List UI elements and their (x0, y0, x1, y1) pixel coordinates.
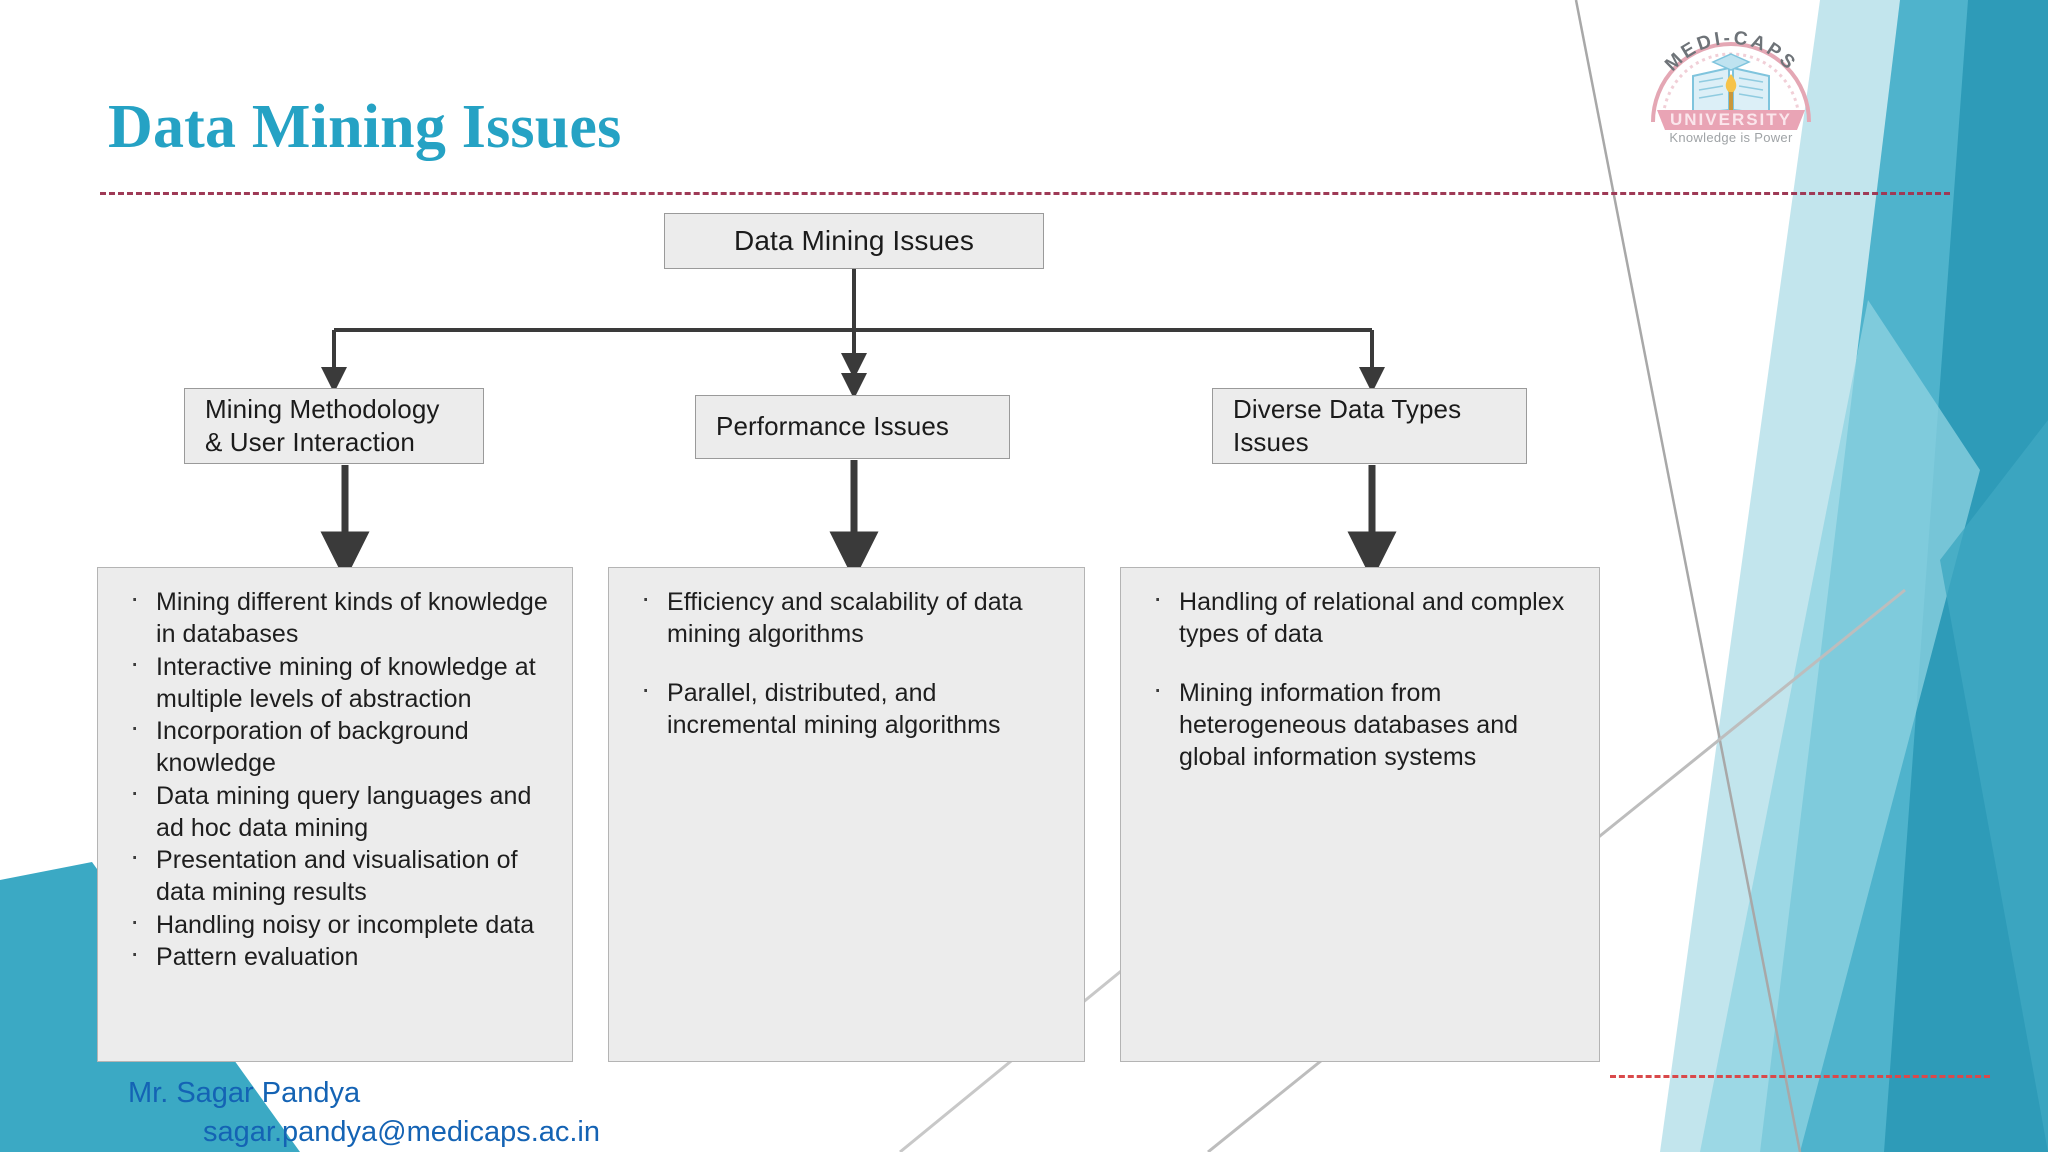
medi-caps-university-logo: MEDI-CAPS UNIVERSITY Knowledge is Power (1631, 18, 1831, 156)
logo-cap (1711, 53, 1751, 71)
logo-ribbon-text: UNIVERSITY (1670, 110, 1792, 129)
diagram-node-mining-methodology: Mining Methodology & User Interaction (184, 388, 484, 464)
bullet-panel-mining-methodology: Mining different kinds of knowledge in d… (97, 567, 573, 1062)
list-item: Mining different kinds of knowledge in d… (112, 580, 558, 651)
bullet-panel-diverse-data-types: Handling of relational and complex types… (1120, 567, 1600, 1062)
diagram-node-diverse-data-types: Diverse Data Types Issues (1212, 388, 1527, 464)
node-label-line1: Diverse Data Types (1233, 393, 1462, 424)
list-item: Parallel, distributed, and incremental m… (623, 671, 1070, 742)
bullet-list: Efficiency and scalability of data minin… (623, 580, 1070, 742)
logo-arc (1651, 42, 1811, 123)
node-label-line1: Performance Issues (716, 411, 950, 442)
presenter-name: Mr. Sagar Pandya (128, 1077, 361, 1109)
bullet-list: Mining different kinds of knowledge in d… (112, 580, 558, 973)
logo-ribbon (1657, 110, 1805, 130)
node-label-line2: Issues (1233, 427, 1309, 457)
title-divider (100, 192, 1950, 195)
page-title: Data Mining Issues (108, 93, 622, 161)
diagram-node-performance-issues: Performance Issues (695, 395, 1010, 459)
node-label-line2: & User Interaction (205, 427, 415, 457)
logo-tagline: Knowledge is Power (1669, 130, 1793, 145)
list-item: Handling noisy or incomplete data (112, 902, 558, 941)
logo-flame (1725, 74, 1737, 94)
list-item: Efficiency and scalability of data minin… (623, 580, 1070, 651)
footer: Mr. Sagar Pandya sagar.pandya@medicaps.a… (128, 1074, 600, 1152)
list-item: Mining information from heterogeneous da… (1135, 671, 1585, 774)
bullet-list: Handling of relational and complex types… (1135, 580, 1585, 774)
diagram-node-root: Data Mining Issues (664, 213, 1044, 269)
footer-divider (1610, 1075, 1990, 1078)
logo-torch (1729, 92, 1733, 112)
list-item: Incorporation of background knowledge (112, 709, 558, 780)
list-item: Handling of relational and complex types… (1135, 580, 1585, 651)
bullet-panel-performance-issues: Efficiency and scalability of data minin… (608, 567, 1085, 1062)
list-item: Interactive mining of knowledge at multi… (112, 645, 558, 716)
presenter-email: sagar.pandya@medicaps.ac.in (203, 1116, 601, 1149)
node-label-line1: Mining Methodology (205, 393, 440, 424)
list-item: Pattern evaluation (112, 935, 558, 973)
list-item: Data mining query languages and ad hoc d… (112, 774, 558, 845)
list-item: Presentation and visualisation of data m… (112, 838, 558, 909)
